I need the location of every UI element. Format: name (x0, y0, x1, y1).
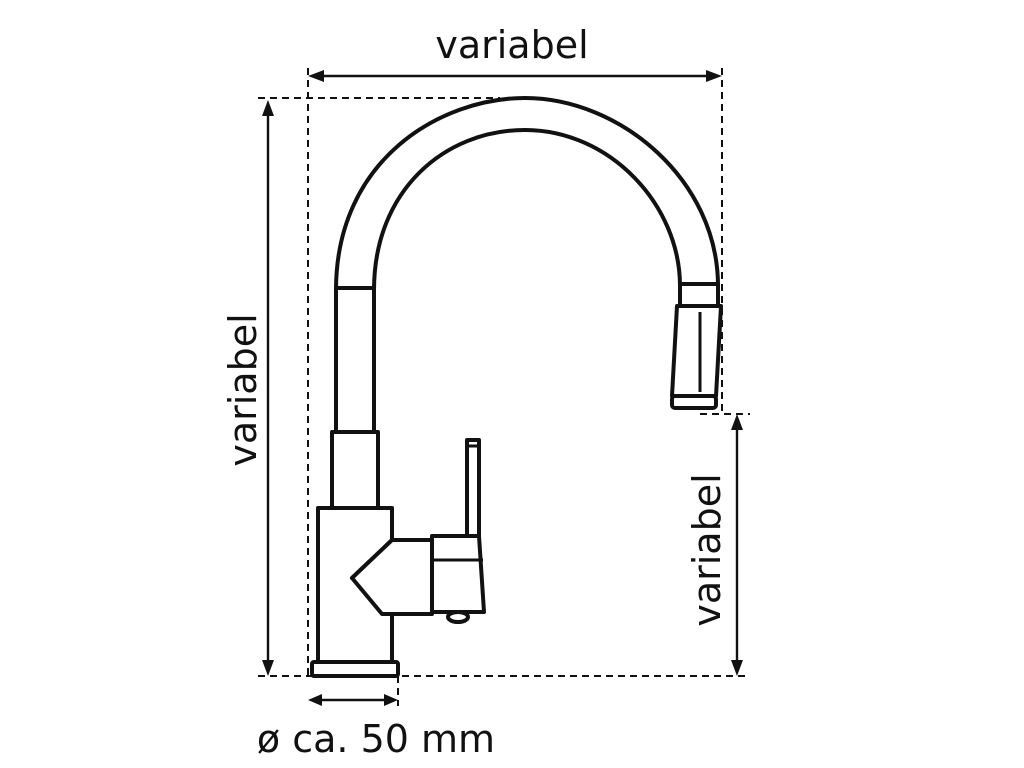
base-diameter-label: ø ca. 50 mm (257, 717, 495, 761)
spray-head (670, 304, 723, 398)
top-width-arrow-left-head (308, 70, 324, 82)
spout-arc (334, 96, 720, 292)
base-diameter-dimension (308, 694, 398, 706)
handle-lever (465, 438, 481, 540)
spray-head-nozzle (670, 394, 718, 410)
spout-height-arrow-top-head (731, 414, 743, 430)
total-height-arrow-bottom-head (262, 660, 274, 676)
total-height-label: variabel (221, 313, 265, 466)
handle-screw (446, 610, 470, 624)
total-height-dimension (262, 100, 274, 676)
valve-housing (350, 538, 434, 616)
spout-height-arrow-bottom-head (731, 660, 743, 676)
base-diameter-arrow-right-head (384, 694, 398, 706)
top-width-dimension (308, 70, 722, 82)
spout-height-label: variabel (685, 473, 729, 626)
middle-column (330, 430, 380, 510)
handle-base (430, 534, 486, 614)
total-height-arrow-top-head (262, 100, 274, 116)
top-width-label: variabel (435, 23, 588, 67)
spout-hose-collar (678, 282, 720, 308)
top-width-arrow-right-head (706, 70, 722, 82)
base-diameter-arrow-left-head (308, 694, 322, 706)
reference-lines (258, 68, 750, 706)
base-plate (310, 660, 400, 678)
upper-column (334, 286, 376, 436)
spout-height-dimension (731, 414, 743, 676)
faucet (310, 96, 723, 678)
